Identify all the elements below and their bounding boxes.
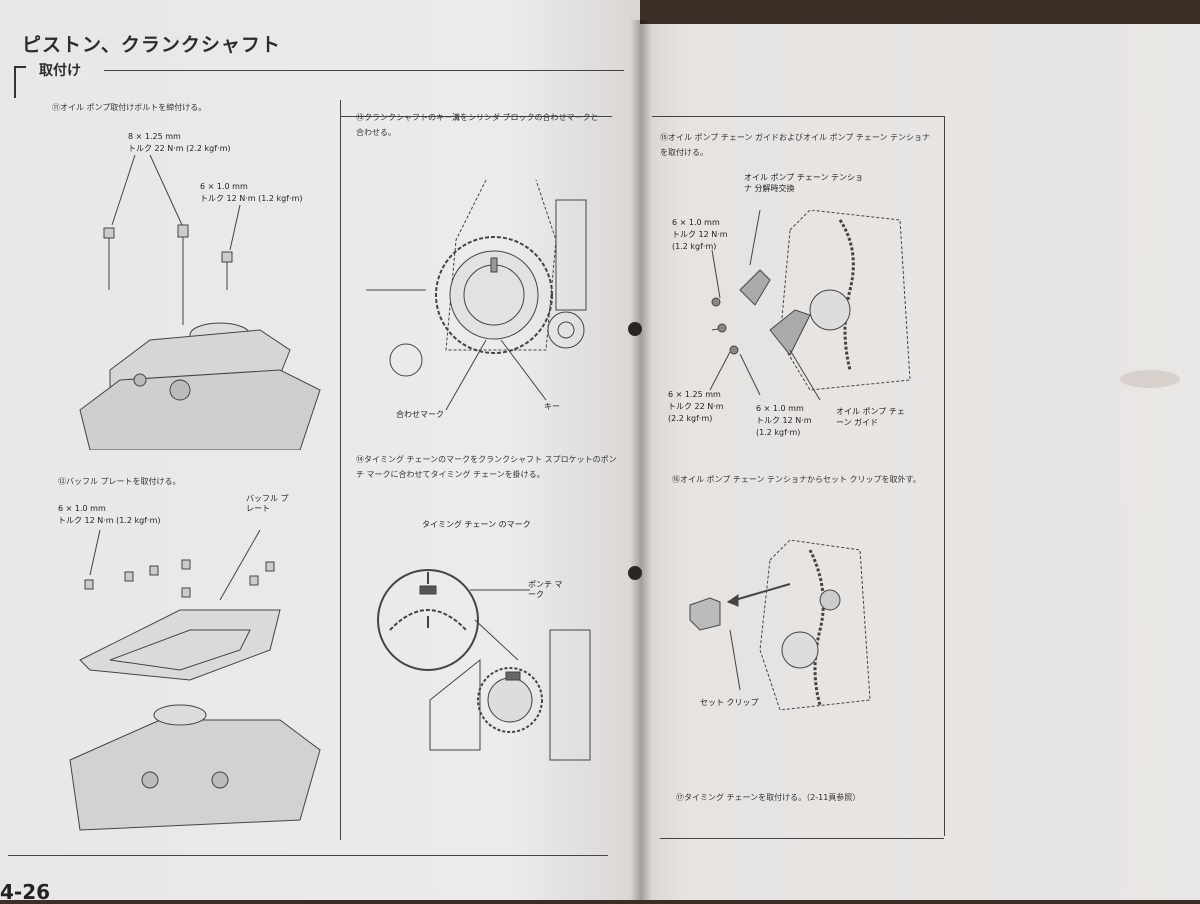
bottom-rule (8, 855, 608, 856)
key-label: キー (544, 402, 560, 411)
step-13: ⑬クランクシャフトのキー溝をシリンダ ブロックの合わせマークと合わせる。 (356, 113, 599, 137)
chain-guide-label: オイル ポンプ チェーン ガイド (836, 407, 905, 427)
step-11: ⑪オイル ポンプ取付けボルトを締付ける。 (52, 103, 207, 112)
section-rule (104, 70, 624, 71)
align-mark-label: 合わせマーク (396, 410, 444, 419)
page-stain (1120, 370, 1180, 388)
binding-ring-icon (628, 322, 642, 336)
right-bottom-rule (660, 838, 944, 839)
bolt-6-torque: トルク 12 N·m (1.2 kgf·m) (200, 194, 303, 203)
column-divider (340, 100, 341, 840)
section-bracket (14, 66, 26, 98)
baffle-plate-figure (69, 530, 321, 831)
right-page (640, 24, 1200, 900)
r-bolt2-spec: 6 × 1.25 mm (668, 390, 721, 399)
step-17: ⑰タイミング チェーンを取付ける。（2-11頁参照） (676, 793, 861, 802)
binding-ring-icon (628, 566, 642, 580)
step-15: ⑮オイル ポンプ チェーン ガイドおよびオイル ポンプ チェーン テンショナを取… (660, 133, 930, 157)
bolt-8-spec: 8 × 1.25 mm (128, 132, 181, 141)
baffle-bolt-spec: 6 × 1.0 mm (58, 504, 106, 513)
r-bolt3-kgf: (1.2 kgf·m) (756, 428, 801, 437)
baffle-plate-label: バッフル プレート (246, 494, 289, 513)
r-bolt1-kgf: (1.2 kgf·m) (672, 242, 717, 251)
r-bolt1-torque: トルク 12 N·m (672, 230, 728, 239)
right-top-rule (652, 116, 944, 117)
binding-gutter (630, 20, 652, 900)
tensioner-label: オイル ポンプ チェーン テンショナ 分解時交換 (744, 173, 863, 193)
chain-guide-figure (709, 210, 911, 400)
timing-chain-figure (377, 569, 591, 761)
section-label: 取付け (36, 60, 84, 80)
right-frame (944, 116, 945, 836)
step-16: ⑯オイル ポンプ チェーン テンショナからセット クリップを取外す。 (672, 475, 921, 484)
r-bolt2-kgf: (2.2 kgf·m) (668, 414, 713, 423)
oil-pump-figure (79, 154, 321, 450)
chain-mark-label: タイミング チェーン のマーク (422, 520, 531, 529)
bolt-6-spec: 6 × 1.0 mm (200, 182, 248, 191)
step-12: ⑫バッフル プレートを取付ける。 (58, 477, 181, 486)
bolt-8-torque: トルク 22 N·m (2.2 kgf·m) (128, 144, 231, 153)
section-header: 取付け (14, 60, 624, 98)
baffle-bolt-torque: トルク 12 N·m (1.2 kgf·m) (58, 516, 161, 525)
crankshaft-key-figure (366, 180, 587, 411)
r-bolt2-torque: トルク 22 N·m (668, 402, 724, 411)
r-bolt3-torque: トルク 12 N·m (756, 416, 812, 425)
set-clip-figure (689, 540, 871, 710)
r-bolt3-spec: 6 × 1.0 mm (756, 404, 804, 413)
page-title: ピストン、クランクシャフト (22, 34, 281, 56)
step-14: ⑭タイミング チェーンのマークをクランクシャフト スプロケットのポンチ マークに… (356, 455, 617, 479)
column-rule (340, 116, 612, 117)
set-clip-label: セット クリップ (700, 698, 759, 707)
r-bolt1-spec: 6 × 1.0 mm (672, 218, 720, 227)
page-number: 4-26 (0, 880, 51, 904)
punch-mark-label: ポンチ マーク (528, 580, 563, 599)
